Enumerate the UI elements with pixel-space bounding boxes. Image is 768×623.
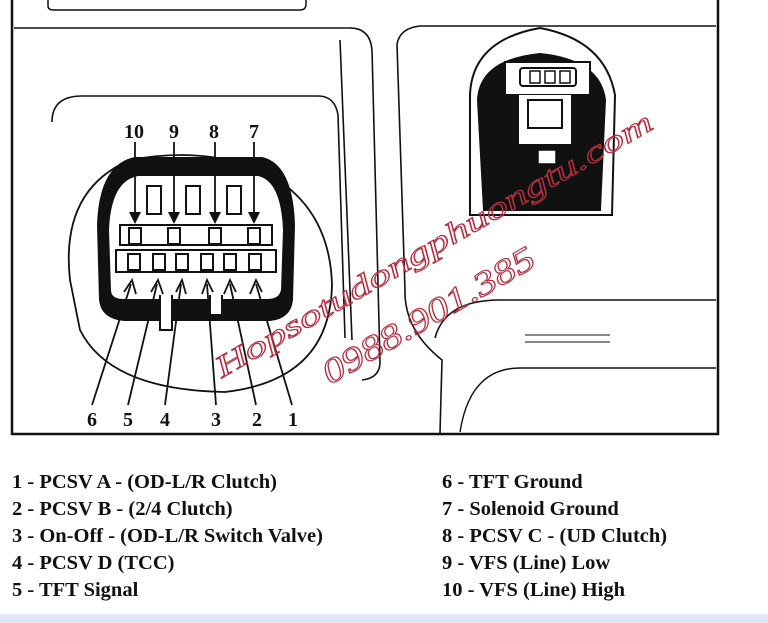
diagram-frame — [10, 0, 720, 436]
pin-label-6: 6 — [87, 409, 97, 431]
legend-item-3: 3 - On-Off - (OD-L/R Switch Valve) — [12, 525, 323, 547]
bottom-leader-lines — [91, 283, 293, 406]
footer-bar — [0, 614, 768, 623]
legend-item-10: 10 - VFS (Line) High — [442, 579, 625, 601]
pin-label-3: 3 — [211, 409, 221, 431]
legend-item-2: 2 - PCSV B - (2/4 Clutch) — [12, 498, 233, 520]
pin-label-5: 5 — [123, 409, 133, 431]
legend-item-7: 7 - Solenoid Ground — [442, 498, 619, 520]
top-leader-lines — [134, 142, 255, 214]
connector-diagram: 10 9 8 7 6 5 4 3 2 1 Hopsotudongphuongtu… — [10, 0, 720, 436]
legend-item-4: 4 - PCSV D (TCC) — [12, 552, 175, 574]
pin-label-2: 2 — [252, 409, 262, 431]
housing-outline — [14, 25, 716, 434]
pin-label-4: 4 — [160, 409, 170, 431]
legend-item-1: 1 - PCSV A - (OD-L/R Clutch) — [12, 471, 277, 493]
pin-label-7: 7 — [249, 121, 259, 143]
legend-item-8: 8 - PCSV C - (UD Clutch) — [442, 525, 668, 547]
bottom-pin-row — [127, 253, 262, 271]
legend-left-column: 1 - PCSV A - (OD-L/R Clutch) 2 - PCSV B … — [12, 469, 323, 604]
legend-item-5: 5 - TFT Signal — [12, 579, 139, 601]
pin-label-1: 1 — [288, 409, 298, 431]
top-slot-outline — [47, 0, 307, 11]
legend-right-column: 6 - TFT Ground 7 - Solenoid Ground 8 - P… — [442, 469, 667, 604]
legend-item-9: 9 - VFS (Line) Low — [442, 552, 611, 574]
main-connector — [96, 157, 296, 331]
pin-label-8: 8 — [209, 121, 219, 143]
pin-label-9: 9 — [169, 121, 179, 143]
top-pin-row — [128, 227, 261, 245]
mating-connector — [469, 26, 617, 216]
pin-label-10: 10 — [124, 121, 144, 143]
legend-item-6: 6 - TFT Ground — [442, 471, 583, 493]
